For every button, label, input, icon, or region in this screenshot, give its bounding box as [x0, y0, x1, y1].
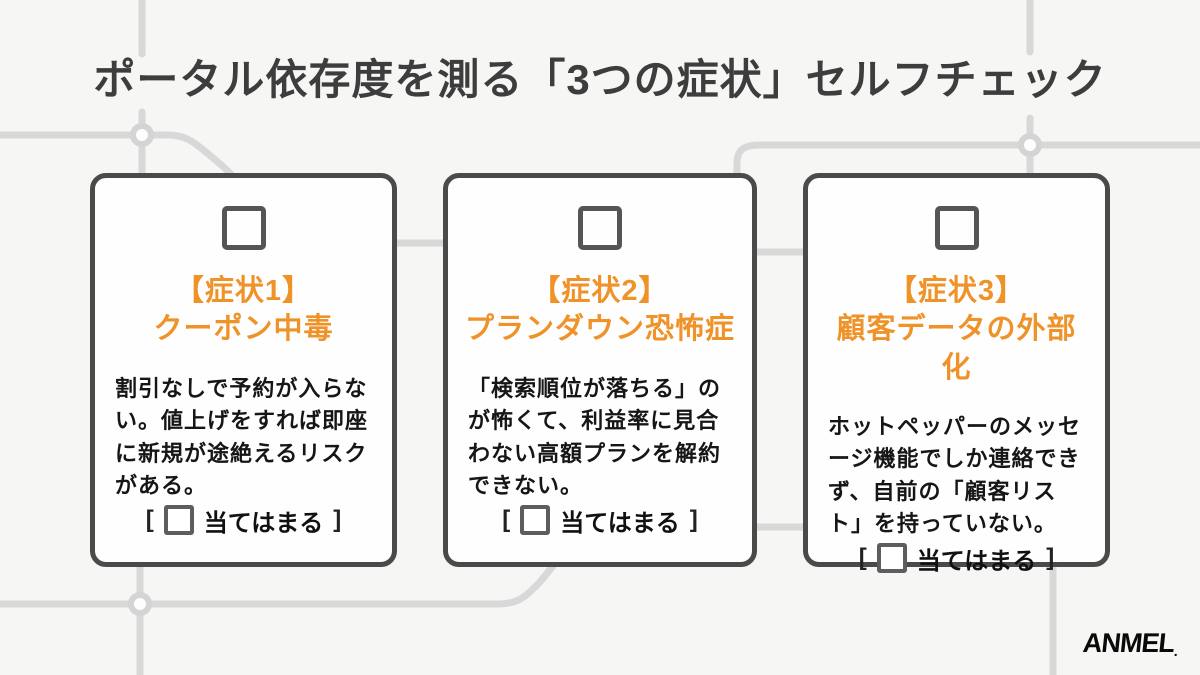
symptom1-applies-row: [ 当てはまる ] [145, 503, 342, 538]
symptom3-applies-checkbox[interactable] [876, 543, 907, 574]
symptom1-checkbox[interactable] [221, 206, 266, 250]
applies-label: 当てはまる [203, 509, 324, 537]
symptom2-heading-line1: 【症状2】 [531, 275, 669, 307]
metro-line-top-right-horizontal [733, 141, 1200, 182]
metro-line-left-horizontal [0, 131, 239, 183]
symptom1-heading-line2: クーポン中毒 [153, 313, 334, 346]
symptom2-checkbox[interactable] [578, 206, 622, 250]
symptom1-heading: 【症状1】 クーポン中毒 [153, 272, 333, 349]
bracket-close: ] [1046, 544, 1055, 572]
applies-label: 当てはまる [560, 509, 680, 537]
page-title: ポータル依存度を測る「3つの症状」セルフチェック [93, 56, 1107, 103]
bracket-close: ] [333, 506, 342, 534]
symptom2-heading-line2: プランダウン恐怖症 [464, 313, 735, 346]
symptom-card-3: 【症状3】 顧客データの外部化 ホットペッパーのメッセージ機能でしか連絡できず、… [803, 173, 1110, 575]
station-node-icon [1018, 133, 1042, 157]
metro-line-bottom-horizontal [0, 562, 557, 608]
symptom2-applies-checkbox[interactable] [520, 505, 551, 536]
applies-label: 当てはまる [916, 547, 1037, 575]
symptom3-heading: 【症状3】 顧客データの外部化 [824, 272, 1089, 387]
station-node-icon [128, 592, 152, 616]
anmel-logo: ANMEL . [1081, 628, 1179, 659]
symptom3-description: ホットペッパーのメッセージ機能でしか連絡できず、自前の「顧客リスト」を持っていな… [828, 413, 1082, 537]
symptom-card-2: 【症状2】 プランダウン恐怖症 「検索順位が落ちる」のが怖くて、利益率に見合わな… [443, 173, 757, 567]
symptom-card-1: 【症状1】 クーポン中毒 割引なしで予約が入らない。値上げをすれば即座に新規が途… [90, 173, 397, 567]
symptom2-description: 「検索順位が落ちる」のが怖くて、利益率に見合わない高額プランを解約できない。 [468, 375, 722, 499]
symptom2-heading: 【症状2】 プランダウン恐怖症 [465, 272, 735, 349]
station-node-icon [130, 123, 154, 147]
bracket-open: [ [502, 506, 511, 534]
bracket-close: ] [689, 506, 698, 534]
bracket-open: [ [858, 544, 867, 572]
symptom1-description: 割引なしで予約が入らない。値上げをすれば即座に新規が途絶えるリスクがある。 [115, 375, 369, 499]
symptom3-heading-line1: 【症状3】 [887, 275, 1026, 307]
symptom1-applies-checkbox[interactable] [163, 505, 194, 536]
symptom3-checkbox[interactable] [934, 206, 979, 250]
symptom3-heading-line2: 顧客データの外部化 [836, 313, 1077, 384]
symptom3-applies-row: [ 当てはまる ] [858, 541, 1055, 576]
bracket-open: [ [145, 506, 154, 534]
symptom1-heading-line1: 【症状1】 [174, 275, 313, 307]
anmel-logo-text: ANMEL [1081, 628, 1176, 658]
symptom2-applies-row: [ 当てはまる ] [502, 503, 698, 538]
